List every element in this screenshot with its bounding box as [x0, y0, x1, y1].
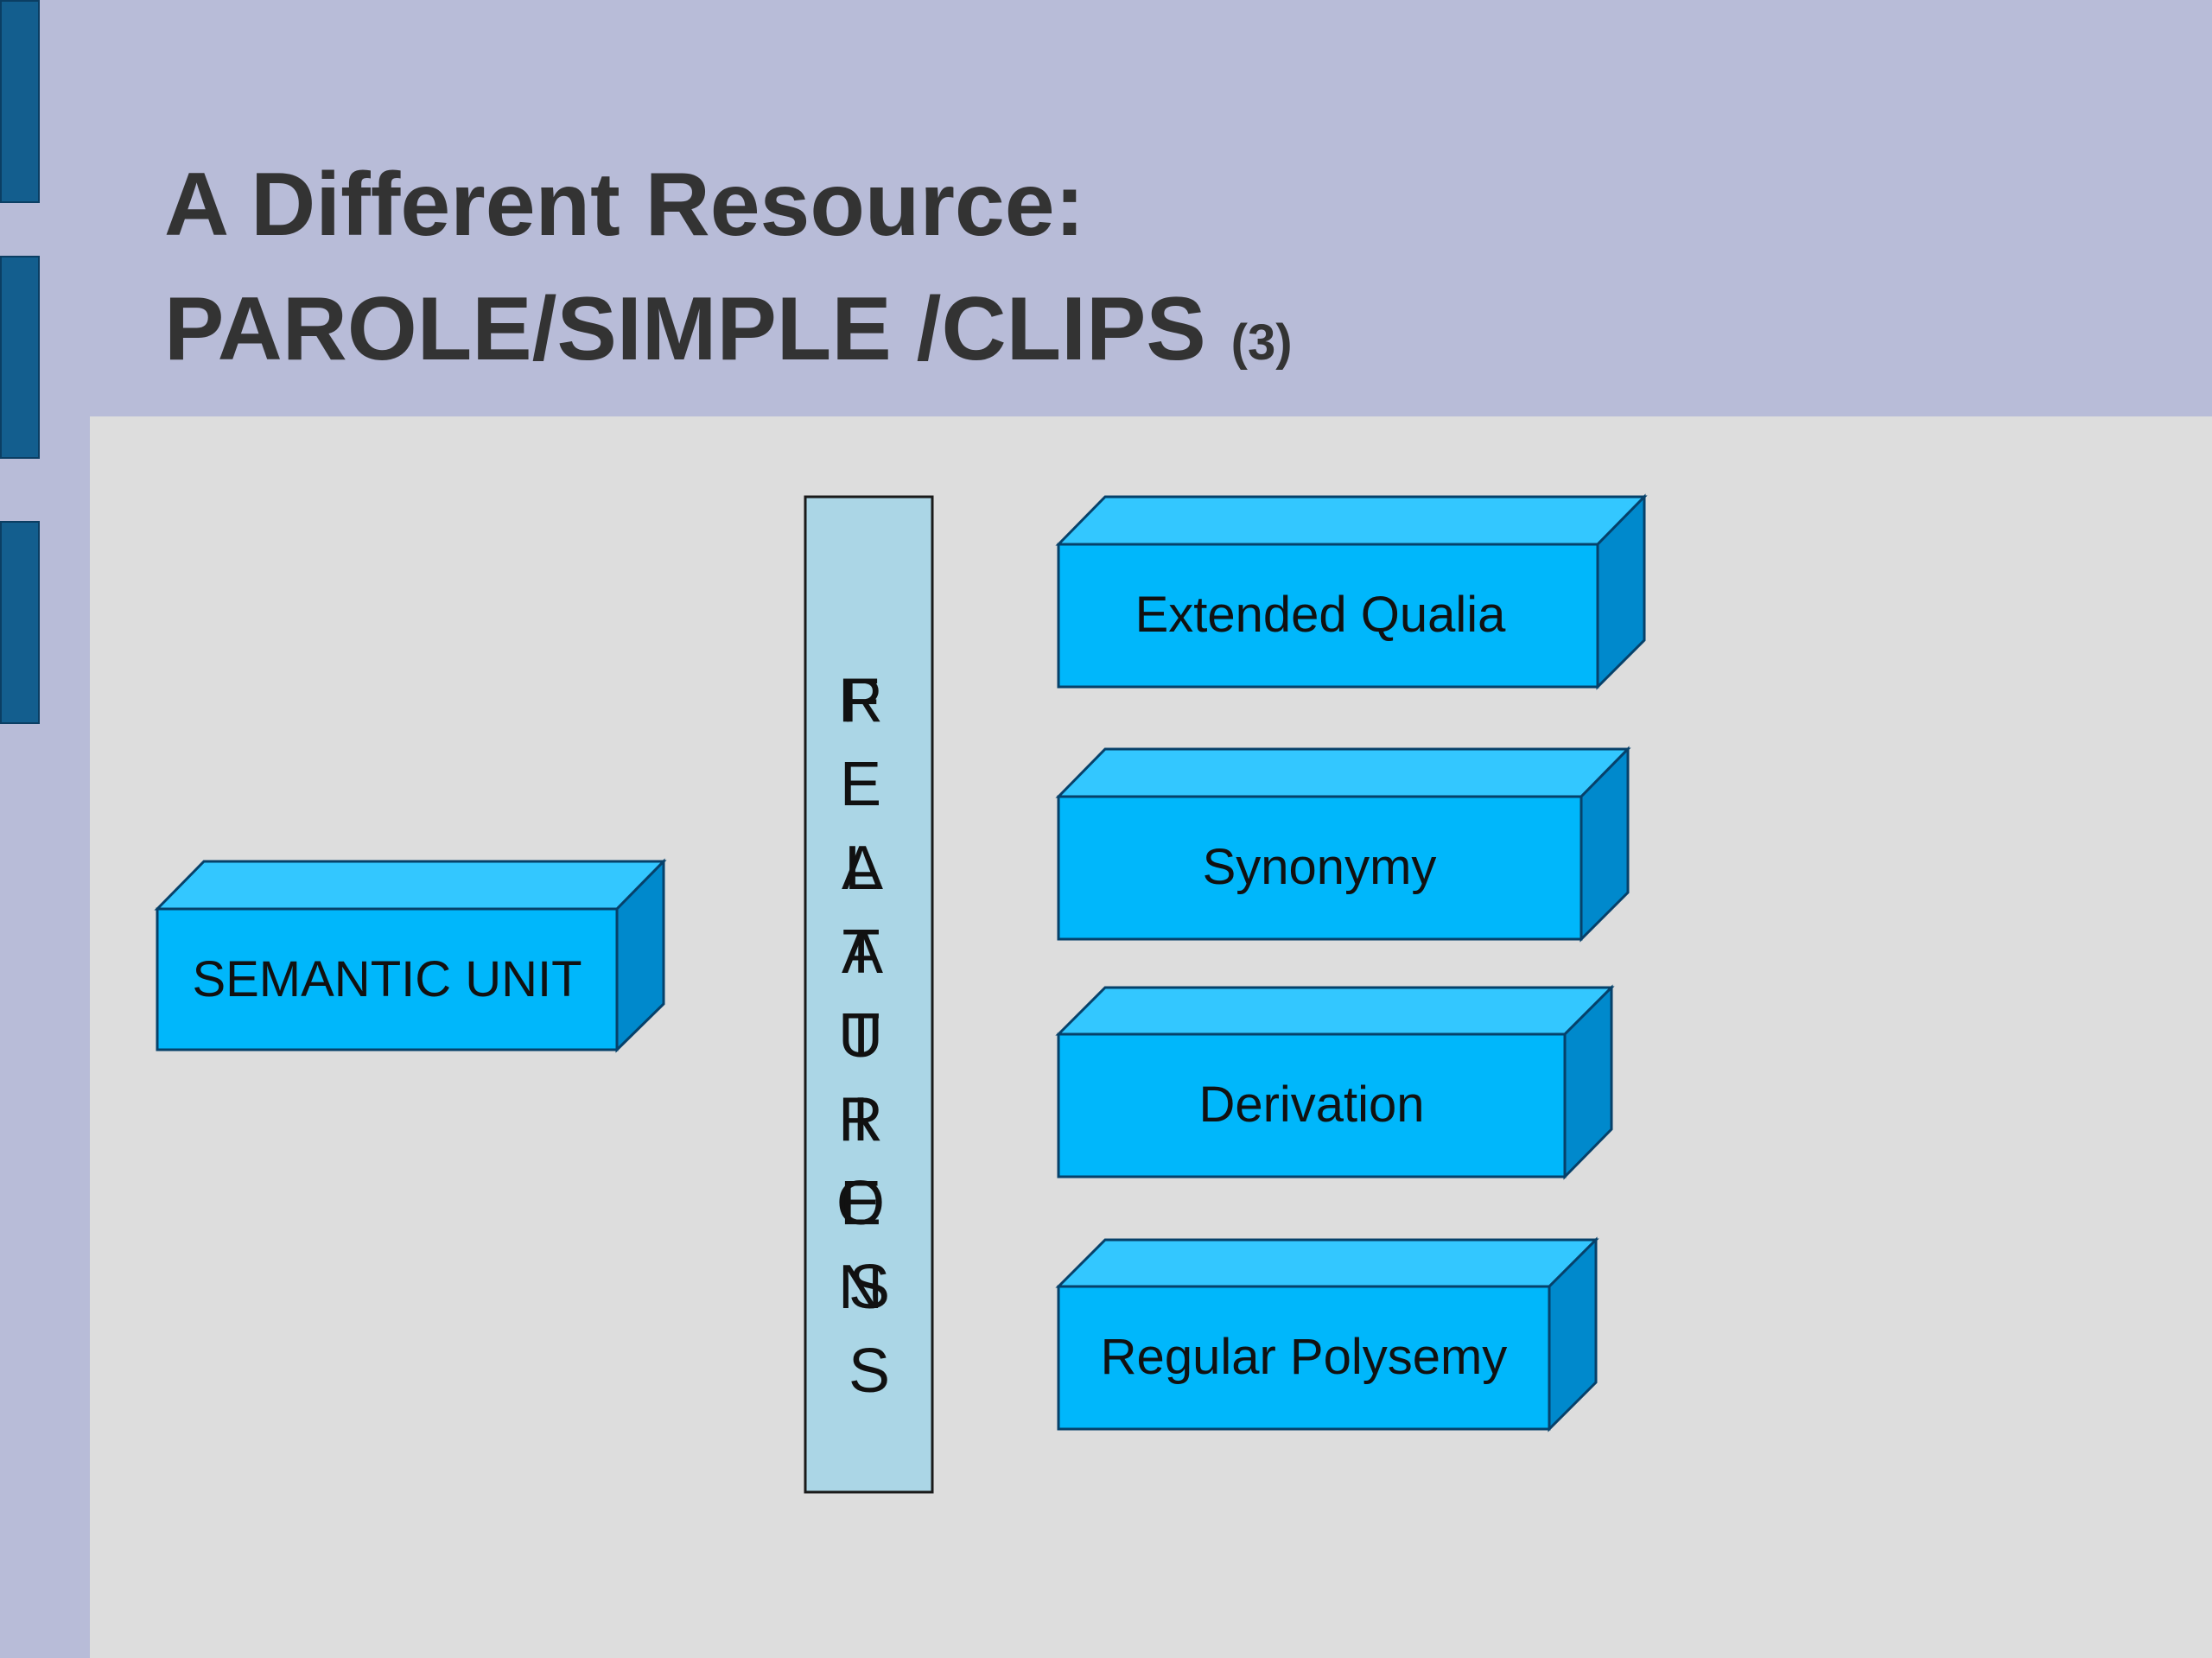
relations-column: R E L A T I O N S F E A T U R E S — [804, 495, 934, 1494]
features-text: F E A T U R E S — [838, 666, 900, 1322]
synonymy-box-front — [1057, 795, 1583, 941]
semantic-unit-box: SEMANTIC UNIT — [154, 858, 667, 1053]
regular-polysemy-box: Regular Polysemy — [1055, 1236, 1599, 1432]
relations-column-rect — [804, 495, 934, 1494]
derivation-box-front — [1057, 1032, 1567, 1178]
title-line-1: A Different Resource: — [164, 155, 1085, 255]
derivation-box-top — [1055, 986, 1615, 1036]
semantic-unit-box-front — [156, 907, 619, 1051]
semantic-unit-box-top — [154, 860, 667, 911]
extended-qualia-label: Extended Qualia — [1135, 587, 1507, 643]
slide-title: A Different Resource: PAROLE/SIMPLE /CLI… — [164, 143, 1293, 405]
synonymy-box: Synonymy — [1055, 746, 1631, 943]
extended-qualia-box: Extended Qualia — [1055, 493, 1648, 690]
synonymy-label: Synonymy — [1203, 839, 1437, 895]
accent-bar-2 — [0, 256, 40, 459]
regular-polysemy-box-top — [1055, 1238, 1599, 1288]
extended-qualia-box-top — [1055, 495, 1648, 546]
title-suffix: (3) — [1230, 314, 1293, 371]
extended-qualia-box-front — [1057, 543, 1599, 689]
semantic-unit-label: SEMANTIC UNIT — [192, 951, 582, 1007]
accent-bar-3 — [0, 521, 40, 724]
accent-bar-1 — [0, 0, 40, 203]
synonymy-box-top — [1055, 747, 1631, 798]
derivation-label: Derivation — [1198, 1077, 1424, 1133]
title-line-2: PAROLE/SIMPLE /CLIPS — [164, 279, 1206, 379]
derivation-box: Derivation — [1055, 984, 1615, 1180]
relations-text: R E L A T I O N S — [836, 666, 902, 1406]
regular-polysemy-label: Regular Polysemy — [1101, 1329, 1508, 1385]
regular-polysemy-box-front — [1057, 1285, 1551, 1431]
